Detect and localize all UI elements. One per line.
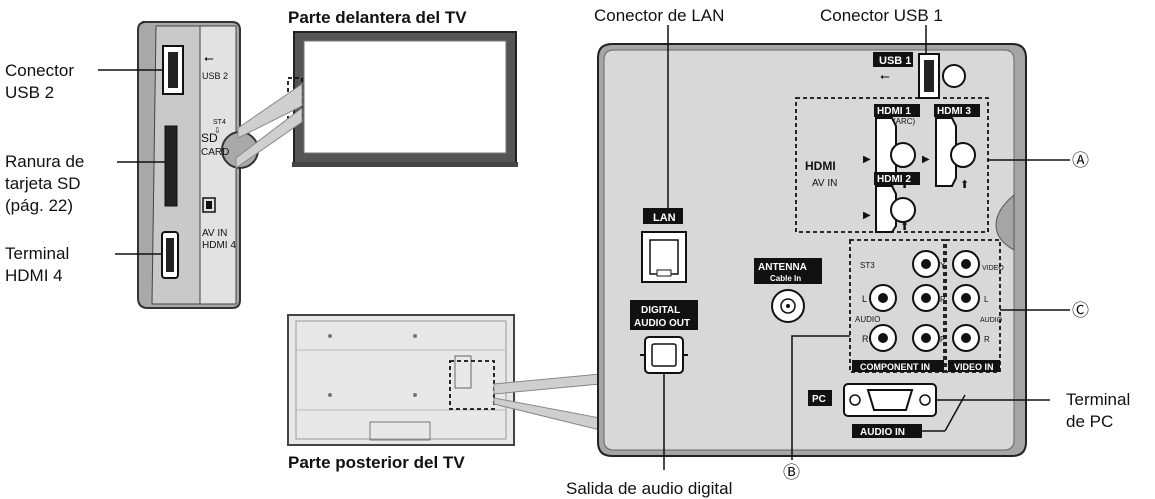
rear-hdmi3: HDMI 3 bbox=[937, 106, 971, 117]
optical-audio-port bbox=[644, 336, 684, 374]
label-usb1: Conector USB 1 bbox=[820, 6, 943, 25]
rear-component-in: COMPONENT IN bbox=[860, 362, 930, 372]
label-usb2-line1: Conector bbox=[5, 61, 74, 80]
rear-video: VIDEO bbox=[982, 265, 1004, 272]
rear-arc: (ARC) bbox=[893, 117, 916, 126]
svg-text:⇩: ⇩ bbox=[214, 126, 221, 135]
rear-audio-in: AUDIO IN bbox=[860, 427, 905, 438]
rear-pc-tag: PC bbox=[812, 394, 826, 405]
svg-text:⬆: ⬆ bbox=[960, 179, 969, 191]
side-av-in: AV IN bbox=[202, 228, 227, 239]
rear-cable-in: Cable In bbox=[770, 274, 801, 283]
rear-hdmi1: HDMI 1 bbox=[877, 106, 911, 117]
rear-audio-out: AUDIO OUT bbox=[634, 318, 690, 329]
rear-digital: DIGITAL bbox=[641, 305, 680, 316]
svg-text:⬆: ⬆ bbox=[900, 221, 909, 233]
back-panel-highlight bbox=[449, 360, 495, 410]
side-sd-bottom: CARD bbox=[201, 147, 229, 158]
rear-usb-symbol-icon: ⭠ bbox=[880, 69, 890, 83]
label-sd-line1: Ranura de bbox=[5, 152, 84, 171]
back-tv bbox=[287, 314, 515, 446]
label-group-a: Ⓐ bbox=[1072, 151, 1089, 170]
label-lan: Conector de LAN bbox=[594, 6, 724, 25]
label-hdmi4-line2: HDMI 4 bbox=[5, 266, 63, 285]
label-usb2-line2: USB 2 bbox=[5, 83, 54, 102]
svg-text:▶: ▶ bbox=[863, 210, 871, 221]
rear-component-pr: P bbox=[940, 335, 945, 344]
pc-vga-port bbox=[843, 383, 937, 417]
label-pc-line2: de PC bbox=[1066, 412, 1113, 431]
label-hdmi4-line1: Terminal bbox=[5, 244, 69, 263]
rear-video-l: L bbox=[984, 295, 989, 304]
side-usb2-tag: USB 2 bbox=[202, 71, 228, 81]
rear-video-r: R bbox=[984, 335, 990, 344]
label-sd-line3: (pág. 22) bbox=[5, 196, 73, 215]
back-tv-title: Parte posterior del TV bbox=[288, 453, 465, 472]
rear-hdmi2: HDMI 2 bbox=[877, 174, 911, 185]
rear-component-audio: AUDIO bbox=[855, 315, 880, 324]
rear-lan-tag: LAN bbox=[653, 212, 676, 224]
svg-text:▶: ▶ bbox=[863, 154, 871, 165]
svg-text:▶: ▶ bbox=[922, 154, 930, 165]
usb-symbol-icon: ⭠ bbox=[204, 51, 214, 65]
rear-antenna: ANTENNA bbox=[758, 262, 807, 273]
rear-video-in: VIDEO IN bbox=[954, 362, 994, 372]
label-pc-line1: Terminal bbox=[1066, 390, 1130, 409]
rear-component-l: L bbox=[862, 294, 867, 304]
label-sd-line2: tarjeta SD bbox=[5, 174, 81, 193]
rear-av-in: AV IN bbox=[812, 178, 837, 189]
rear-hdmi-logo: HDMI bbox=[805, 159, 836, 173]
hdmi3-port bbox=[935, 117, 957, 187]
rear-component-y: Y bbox=[940, 261, 946, 270]
label-group-b: Ⓑ bbox=[783, 463, 800, 482]
label-audio-out: Salida de audio digital bbox=[566, 479, 732, 498]
side-st4: ST4 bbox=[213, 119, 226, 126]
component-jacks bbox=[869, 250, 940, 352]
rear-component-pb: P bbox=[940, 295, 945, 304]
side-sd-top: SD bbox=[201, 131, 218, 145]
front-tv-title: Parte delantera del TV bbox=[288, 8, 467, 27]
side-hdmi4: HDMI 4 bbox=[202, 240, 236, 251]
rear-st3: ST3 bbox=[860, 261, 875, 270]
rear-usb1-tag: USB 1 bbox=[879, 55, 911, 67]
rear-component-r: R bbox=[862, 334, 869, 344]
rear-video-audio: AUDIO bbox=[980, 317, 1003, 324]
hdmi2-port bbox=[875, 185, 897, 233]
label-group-c: Ⓒ bbox=[1072, 301, 1089, 320]
front-tv bbox=[287, 31, 518, 167]
sd-card-icon bbox=[202, 197, 216, 213]
sd-card-slot bbox=[164, 125, 178, 207]
video-jacks bbox=[952, 250, 980, 352]
